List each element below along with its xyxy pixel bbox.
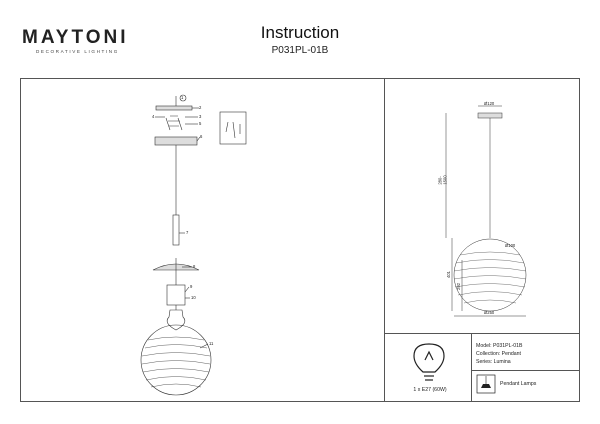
frame-divider: [384, 78, 385, 402]
dim-canopy: Ø120: [484, 101, 495, 106]
callout-3: 3: [199, 114, 202, 119]
callout-7: 7: [186, 230, 189, 235]
callout-10: 10: [191, 295, 196, 300]
dim-cable: 280-1500: [437, 175, 448, 185]
spec-type: Pendant Lamps: [500, 381, 537, 387]
model-number: P031PL-01B: [271, 45, 329, 56]
brand-name: MAYTONI: [22, 27, 129, 48]
spec-row-divider: [471, 370, 580, 371]
callout-11: 11: [209, 341, 214, 346]
dim-bulb: Ø100: [505, 243, 516, 248]
spec-collection: Collection: Pendant: [476, 351, 521, 357]
dim-shade-width: Ø250: [484, 310, 495, 315]
callout-6: 6: [200, 134, 203, 139]
dim-height: 401: [446, 271, 451, 278]
callout-9: 9: [190, 284, 193, 289]
callout-1: 1: [181, 95, 184, 100]
brand-logo: MAYTONI DECORATIVE LIGHTING: [22, 28, 129, 54]
spec-series: Series: Lumina: [476, 359, 511, 365]
spec-column-divider: [471, 333, 472, 402]
bulb-spec: 1 x E27 (60W): [413, 387, 447, 393]
dim-shade-height: 292: [456, 283, 461, 290]
callout-2: 2: [199, 105, 202, 110]
drawing-frame: [20, 78, 580, 402]
spec-model: Model: P031PL-01B: [476, 343, 523, 349]
spec-divider: [384, 333, 580, 334]
callout-5: 5: [199, 121, 202, 126]
callout-8: 8: [193, 264, 196, 269]
brand-tagline: DECORATIVE LIGHTING: [36, 49, 119, 54]
page-title: Instruction: [260, 23, 340, 42]
callout-4: 4: [152, 114, 155, 119]
